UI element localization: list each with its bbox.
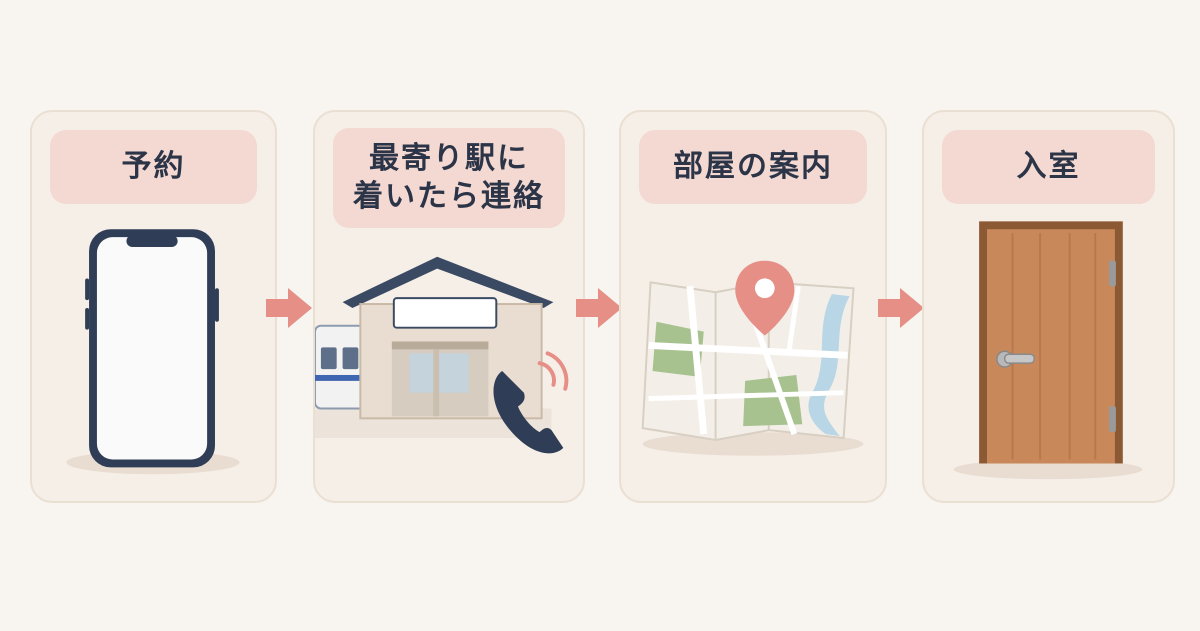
- step-label-guide: 部屋の案内: [639, 130, 867, 204]
- step-card-enter: 入室: [922, 110, 1175, 503]
- map-pin-icon: [641, 260, 864, 456]
- step-card-guide: 部屋の案内: [619, 110, 887, 503]
- step-label-reserve: 予約: [50, 130, 257, 204]
- step-label-station: 最寄り駅に 着いたら連絡: [333, 128, 565, 228]
- arrow-3-icon: [874, 284, 926, 336]
- smartphone-icon: [66, 229, 240, 475]
- step-card-station: 最寄り駅に 着いたら連絡: [313, 110, 585, 503]
- step-label-enter: 入室: [942, 130, 1155, 204]
- station-phone-icon: [315, 256, 569, 454]
- door-icon: [953, 221, 1143, 480]
- arrow-1-icon: [262, 284, 314, 336]
- step-card-reserve: 予約: [30, 110, 277, 503]
- arrow-2-icon: [572, 284, 624, 336]
